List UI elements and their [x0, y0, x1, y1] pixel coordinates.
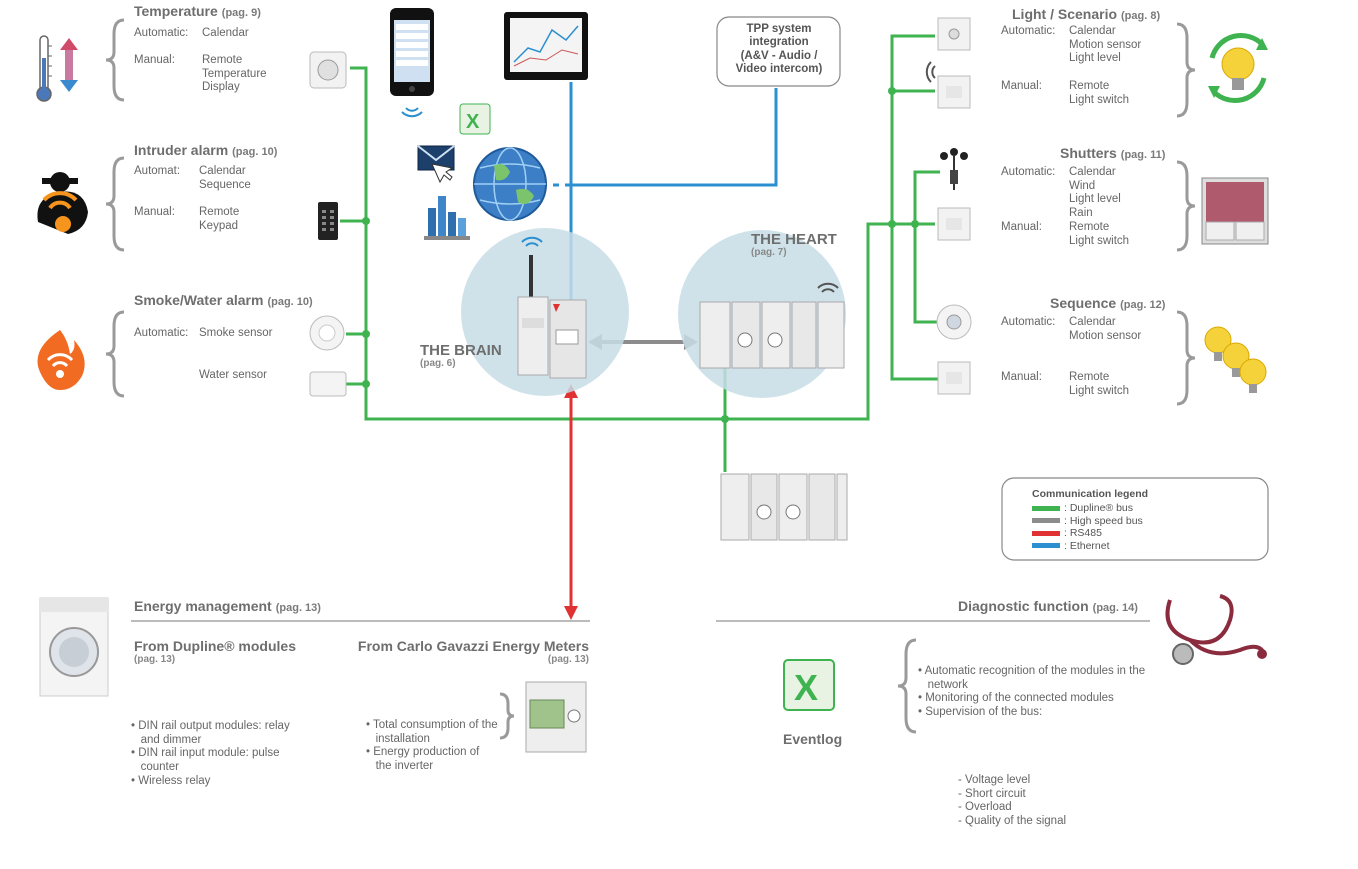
heart-label: THE HEART (pag. 7): [751, 231, 837, 258]
temperature-automatic-value: Calendar: [202, 27, 249, 39]
temperature-title: Temperature(pag. 9): [134, 3, 261, 19]
fire-icon: [37, 330, 85, 390]
legend-item-ethernet: : Ethernet: [1032, 540, 1148, 553]
diagnostic-list: • Automatic recognition of the modules i…: [918, 665, 1146, 827]
sequence-manual-label: Manual:: [1001, 371, 1042, 383]
phone-wifi-icon: [401, 107, 423, 118]
bus-junctions: [362, 87, 919, 423]
light-automatic-label: Automatic:: [1001, 25, 1056, 37]
thermometer-icon: [36, 35, 52, 102]
energy-meter-image: [525, 681, 587, 753]
statistics-icon: [424, 196, 470, 240]
water-sensor-label: Water sensor: [199, 369, 267, 381]
intruder-icon: [37, 172, 88, 234]
heart-wifi-icon: [817, 282, 839, 293]
energy-meters-list: • Total consumption of the installation•…: [366, 719, 498, 772]
smoke-automatic-label: Automatic:: [134, 327, 189, 339]
stethoscope-icon: [1165, 594, 1267, 665]
temperature-automatic-label: Automatic:: [134, 27, 189, 39]
globe-icon: [473, 147, 547, 221]
brain-wifi-icon: [521, 236, 543, 247]
light-scenario-bulb-icon: [1208, 32, 1268, 104]
dupline-bus-lines: [340, 34, 940, 472]
temperature-arrows-icon: [60, 38, 78, 92]
legend-item-dupline: : Dupline® bus: [1032, 502, 1148, 515]
email-icon: [417, 145, 455, 184]
sequence-bulbs-icon: [1204, 326, 1267, 393]
shutter-switch-device: [937, 207, 971, 241]
brain-modules-image: [517, 255, 587, 379]
light-wifi-icon: [925, 61, 936, 83]
temperature-manual-label: Manual:: [134, 54, 175, 66]
sequence-motion-sensor-device: [936, 304, 972, 340]
legend-box: [1001, 477, 1269, 561]
intruder-manual-label: Manual:: [134, 206, 175, 218]
water-sensor-device: [309, 371, 347, 397]
intruder-automatic-label: Automat:: [134, 165, 181, 177]
smartphone-image: [390, 8, 434, 96]
eventlog-label: Eventlog: [783, 731, 843, 747]
lower-modules-image: [720, 473, 848, 541]
energy-title: Energy management(pag. 13): [134, 598, 321, 614]
shutters-title: Shutters(pag. 11): [1060, 145, 1166, 161]
sequence-switch-device: [937, 361, 971, 395]
svg-text:X: X: [466, 111, 480, 133]
heart-modules-image: [699, 301, 845, 369]
legend-item-highspeed: : High speed bus: [1032, 515, 1148, 528]
smoke-sensor-device: [309, 315, 345, 351]
washing-machine-image: [39, 597, 109, 697]
shutters-automatic-label: Automatic:: [1001, 166, 1056, 178]
shutters-manual-label: Manual:: [1001, 221, 1042, 233]
light-manual-label: Manual:: [1001, 80, 1042, 92]
svg-text:X: X: [794, 667, 818, 708]
brain-label: THE BRAIN (pag. 6): [420, 342, 502, 369]
energy-meters-heading: From Carlo Gavazzi Energy Meters (pag. 1…: [357, 638, 589, 665]
excel-icon: X: [459, 103, 491, 135]
sequence-title: Sequence(pag. 12): [1050, 295, 1166, 311]
eventlog-excel-icon: X: [783, 659, 835, 711]
temperature-display-device: [309, 51, 347, 89]
tpp-box: [716, 16, 841, 87]
decorative-braces: [105, 18, 1196, 740]
sequence-automatic-label: Automatic:: [1001, 316, 1056, 328]
window-shutter-icon: [1201, 177, 1269, 245]
light-title: Light / Scenario(pag. 8): [1012, 6, 1161, 22]
legend-title: Communication legend: [1032, 488, 1149, 500]
intruder-title: Intruder alarm(pag. 10): [134, 142, 278, 158]
dupline-modules-heading: From Dupline® modules (pag. 13): [134, 638, 296, 665]
weather-station-device: [940, 148, 968, 190]
communication-legend: Communication legend : Dupline® bus : Hi…: [1032, 488, 1148, 552]
motion-sensor-device: [937, 17, 971, 51]
keypad-device: [318, 202, 338, 240]
legend-item-rs485: : RS485: [1032, 527, 1148, 540]
wiring-diagram: X: [36, 8, 1269, 753]
diagnostic-title: Diagnostic function(pag. 14): [958, 598, 1138, 614]
dupline-modules-list: • DIN rail output modules: relay and dim…: [131, 720, 290, 787]
light-switch-device: [937, 75, 971, 109]
touch-panel-image: [504, 12, 588, 80]
smoke-title: Smoke/Water alarm(pag. 10): [134, 292, 313, 308]
smoke-sensor-label: Smoke sensor: [199, 327, 273, 339]
